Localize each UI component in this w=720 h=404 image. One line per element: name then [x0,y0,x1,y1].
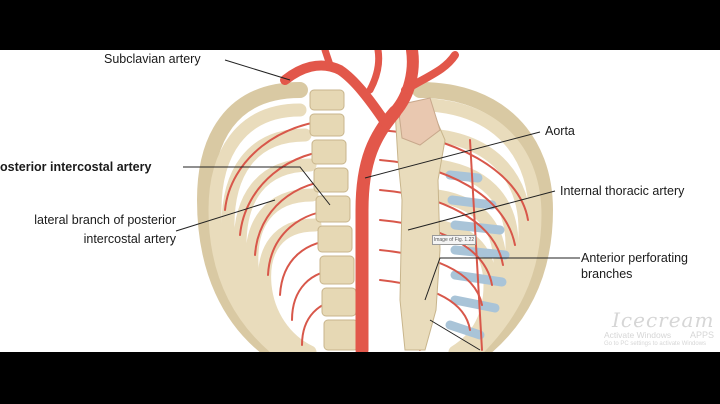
anatomy-illustration: Subclavian artery osterior intercostal a… [0,50,720,352]
label-lateral-branch-line1: lateral branch of posterior [34,213,176,227]
label-internal-thoracic-artery: Internal thoracic artery [560,184,685,198]
label-subclavian-artery: Subclavian artery [104,52,201,66]
rib-cage-artwork [175,50,580,352]
activate-windows-text: Activate Windows [604,330,672,340]
label-lateral-branch-line2: intercostal artery [83,232,176,246]
label-anterior-perforating-line2: branches [581,267,633,281]
figure-tag: Image of Fig. 1.22 [432,235,476,245]
activate-windows-hint: Go to PC settings to activate Windows [604,341,707,347]
label-posterior-intercostal-artery: osterior intercostal artery [0,160,152,174]
label-anterior-perforating-line1: Anterior perforating [581,251,689,265]
letterbox-bottom [0,352,720,404]
label-aorta: Aorta [545,124,575,138]
letterbox-top [0,0,720,50]
icecream-watermark-apps: APPS [690,330,715,340]
icecream-watermark-logo: Icecream [612,308,715,332]
